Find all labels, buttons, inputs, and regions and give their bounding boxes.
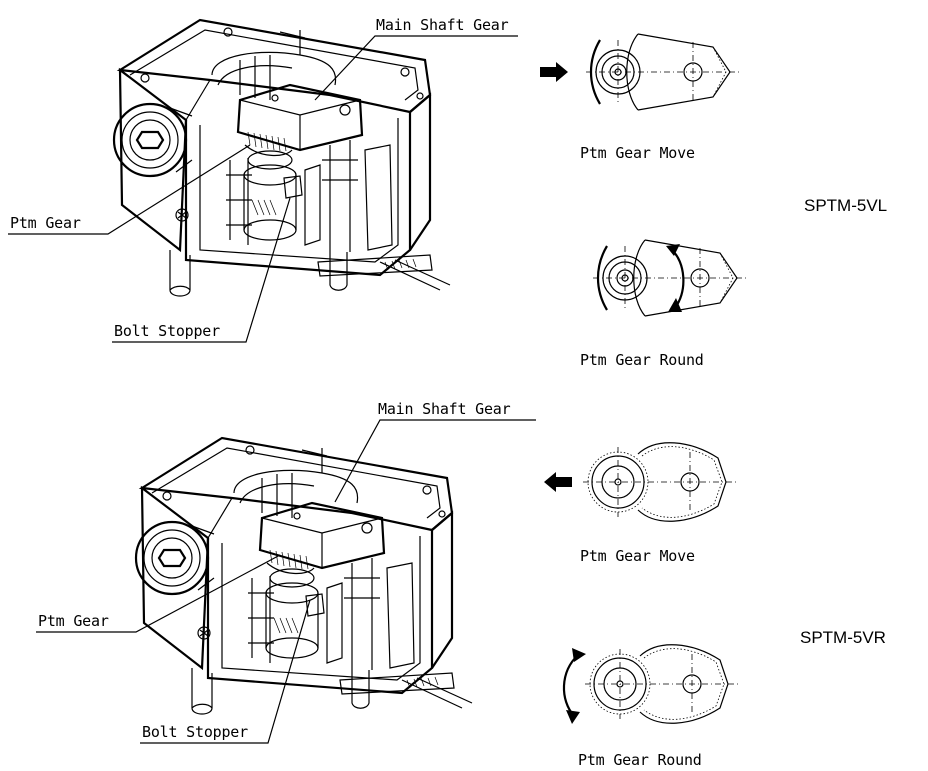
top-move-arrow-icon: [540, 62, 568, 82]
top-main-shaft-leader: [314, 35, 518, 101]
bottom-main-shaft-gear-label: Main Shaft Gear: [378, 400, 511, 418]
bottom-ptm-gear-label: Ptm Gear: [38, 612, 109, 630]
top-bolt-stopper-label: Bolt Stopper: [114, 322, 220, 340]
bottom-move-schematic: [582, 442, 737, 522]
bottom-bolt-stopper-label: Bolt Stopper: [142, 723, 248, 741]
bottom-round-caption: Ptm Gear Round: [578, 751, 702, 769]
bottom-model-label: SPTM-5VR: [800, 628, 886, 647]
bottom-mechanism-drawing: [134, 436, 474, 716]
top-main-shaft-gear-label: Main Shaft Gear: [376, 16, 509, 34]
top-move-schematic: [585, 33, 741, 111]
top-round-schematic: [592, 239, 748, 317]
top-model-label: SPTM-5VL: [804, 196, 887, 215]
bottom-move-caption: Ptm Gear Move: [580, 547, 695, 565]
top-rotate-arrow-icon: [671, 249, 685, 309]
top-mechanism-drawing: [112, 18, 452, 298]
bottom-ptm-leader: [36, 554, 281, 633]
bottom-rotate-arrowheads-icon: [566, 648, 586, 724]
bottom-round-schematic: [584, 644, 739, 724]
bottom-bolt-leader: [140, 599, 311, 744]
bottom-move-arrow-icon: [544, 472, 572, 492]
top-move-caption: Ptm Gear Move: [580, 144, 695, 162]
top-ptm-gear-label: Ptm Gear: [10, 214, 81, 232]
top-bolt-leader: [112, 197, 291, 343]
bottom-rotate-arrow-icon: [562, 654, 579, 717]
top-round-caption: Ptm Gear Round: [580, 351, 704, 369]
top-ptm-leader: [8, 144, 251, 235]
bottom-main-shaft-leader: [334, 419, 536, 503]
